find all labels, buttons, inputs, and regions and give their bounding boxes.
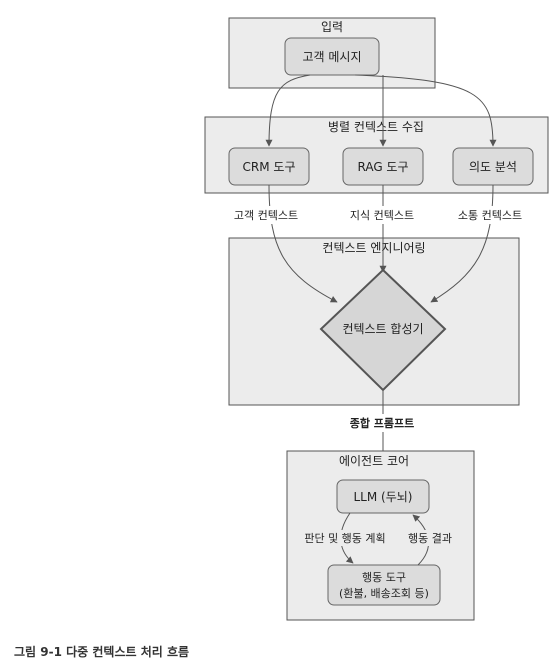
llm-box	[336, 479, 430, 514]
result-label-bg	[400, 530, 460, 546]
action-tools-box	[327, 564, 441, 606]
input-group-title: 입력	[321, 20, 343, 34]
arrow-intent-to-synth	[430, 184, 494, 303]
prompt-label: 종합 프롬프트	[350, 416, 415, 430]
agent-core-title: 에이전트 코어	[339, 454, 409, 468]
action-tools-line2: (환불, 배송조회 등)	[339, 587, 429, 600]
arrow-message-to-intent	[354, 74, 497, 147]
customer-context-bg	[225, 206, 307, 224]
knowledge-context-bg	[341, 206, 423, 224]
context-synthesizer-label: 컨텍스트 합성기	[342, 322, 423, 336]
figure-caption: 그림 9-1 다중 컨텍스트 처리 흐름	[14, 644, 189, 659]
customer-message-box	[284, 37, 380, 76]
action-tools-line1: 행동 도구	[362, 571, 406, 584]
customer-message-label: 고객 메시지	[302, 50, 361, 64]
result-label: 행동 결과	[408, 532, 452, 545]
customer-context-label: 고객 컨텍스트	[234, 209, 298, 222]
llm-label: LLM (두뇌)	[354, 490, 413, 504]
plan-label-bg	[296, 530, 394, 546]
parallel-group-title: 병렬 컨텍스트 수집	[328, 120, 424, 134]
intent-analysis-label: 의도 분석	[469, 160, 517, 174]
arrow-crm-to-synth	[268, 184, 338, 303]
prompt-label-bg	[338, 414, 426, 432]
knowledge-context-label: 지식 컨텍스트	[350, 209, 414, 222]
rag-tool-label: RAG 도구	[357, 160, 408, 174]
arrow-message-to-crm	[265, 74, 311, 147]
plan-label: 판단 및 행동 계획	[304, 532, 385, 545]
communication-context-label: 소통 컨텍스트	[458, 209, 522, 222]
communication-context-bg	[449, 206, 531, 224]
engineering-group-title: 컨텍스트 엔지니어링	[322, 241, 425, 255]
crm-tool-label: CRM 도구	[243, 160, 296, 174]
